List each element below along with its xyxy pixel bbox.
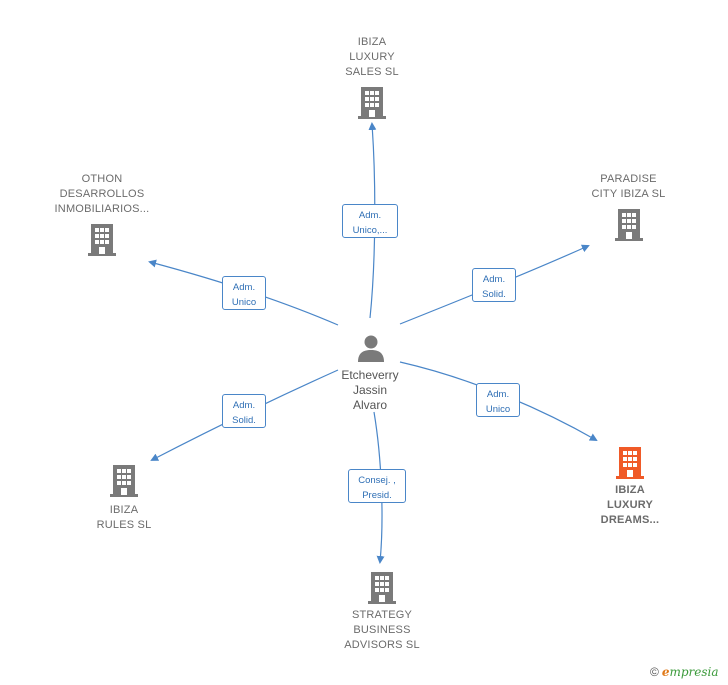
company-label: PARADISE CITY IBIZA SL [591,173,666,200]
relation-label-paradise-city-ibiza[interactable]: Adm. Solid. [472,268,516,302]
relation-label-ibiza-luxury-dreams[interactable]: Adm. Unico [476,383,520,417]
company-label: IBIZA LUXURY SALES SL [345,36,399,78]
person-icon [358,335,384,362]
copyright-symbol: © [650,665,659,679]
node-ibiza-luxury-sales[interactable]: IBIZA LUXURY SALES SL [322,35,422,119]
company-label: IBIZA RULES SL [96,504,152,531]
center-person-name[interactable]: Etcheverry Jassin Alvaro [341,368,399,412]
building-icon [368,572,396,604]
relation-label-strategy-business-advisors[interactable]: Consej. , Presid. [348,469,406,503]
building-icon [614,209,643,241]
company-label: STRATEGY BUSINESS ADVISORS SL [344,609,420,651]
building-icon [358,87,386,119]
relation-label-othon-desarrollos[interactable]: Adm. Unico [222,276,266,310]
brand-logo-initial: e [661,665,670,679]
node-ibiza-rules[interactable]: IBIZA RULES SL [74,463,174,533]
building-icon [88,224,116,256]
company-label: IBIZA LUXURY DREAMS... [600,484,660,526]
node-strategy-business-advisors[interactable]: STRATEGY BUSINESS ADVISORS SL [327,570,437,653]
brand-logo-text: mpresia [669,665,719,679]
node-paradise-city-ibiza[interactable]: PARADISE CITY IBIZA SL [571,172,686,241]
building-icon [110,465,138,497]
node-ibiza-luxury-dreams[interactable]: IBIZA LUXURY DREAMS... [580,445,680,528]
relation-label-ibiza-rules[interactable]: Adm. Solid. [222,394,266,428]
building-icon [616,447,644,479]
company-label: OTHON DESARROLLOS INMOBILIARIOS... [54,173,150,215]
brand-footer[interactable]: ©empresia [650,665,719,679]
node-othon-desarrollos[interactable]: OTHON DESARROLLOS INMOBILIARIOS... [42,172,162,256]
relation-label-ibiza-luxury-sales[interactable]: Adm. Unico,... [342,204,398,238]
